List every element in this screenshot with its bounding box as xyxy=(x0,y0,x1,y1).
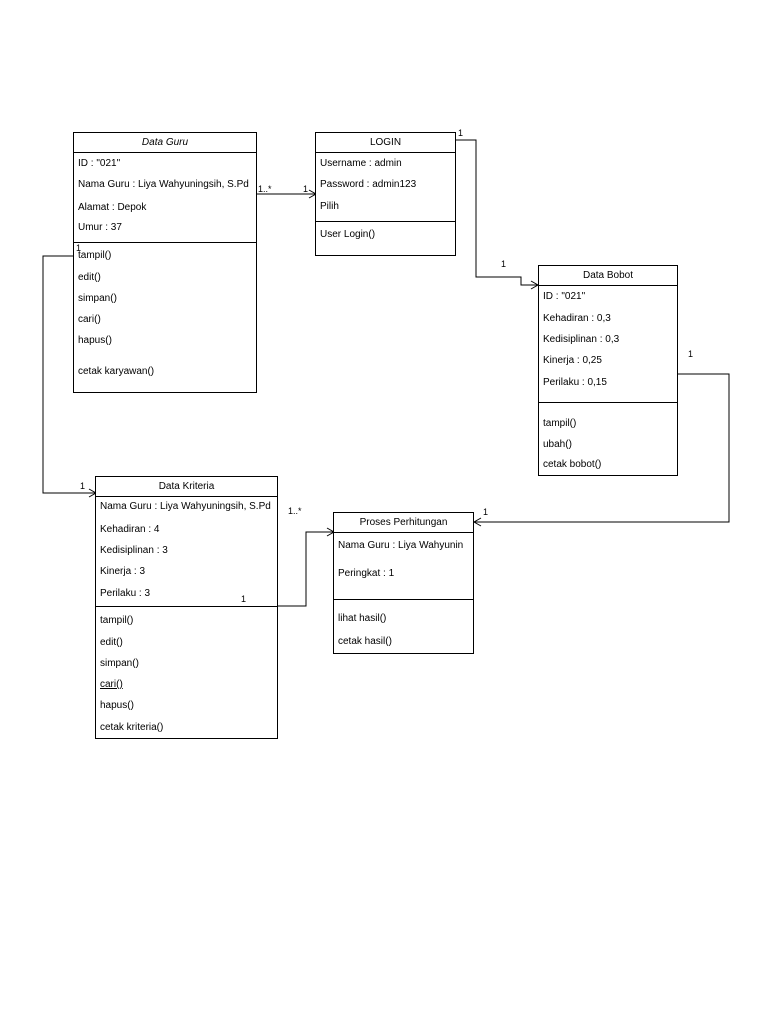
class-proses-perhitungan[interactable]: Proses Perhitungan Nama Guru : Liya Wahy… xyxy=(333,512,474,654)
multiplicity-guru-login-source: 1..* xyxy=(258,184,272,194)
method-cari: cari() xyxy=(78,314,101,325)
multiplicity-login-bobot-target: 1 xyxy=(501,259,507,269)
separator xyxy=(334,599,473,600)
method-tampil: tampil() xyxy=(543,418,577,429)
class-data-guru[interactable]: Data Guru ID : "021" Nama Guru : Liya Wa… xyxy=(73,132,257,393)
attribute-kehadiran: Kehadiran : 4 xyxy=(100,524,160,535)
attribute-umur: Umur : 37 xyxy=(78,222,122,233)
separator xyxy=(539,402,677,403)
multiplicity-bobot-proses-target: 1 xyxy=(483,507,489,517)
attribute-nama-guru: Nama Guru : Liya Wahyunin xyxy=(338,540,464,551)
method-cetak-karyawan: cetak karyawan() xyxy=(78,366,155,377)
method-cari: cari() xyxy=(100,679,123,690)
connector-login-bobot xyxy=(456,139,538,286)
attribute-peringkat: Peringkat : 1 xyxy=(338,568,395,579)
attribute-id: ID : "021" xyxy=(543,291,586,302)
attribute-username: Username : admin xyxy=(320,158,402,169)
class-title: Data Guru xyxy=(74,133,256,153)
attribute-kedisiplinan: Kedisiplinan : 3 xyxy=(100,545,168,556)
attribute-pilih: Pilih xyxy=(320,201,339,212)
separator xyxy=(96,606,277,607)
attribute-perilaku: Perilaku : 3 xyxy=(100,588,151,599)
attribute-kedisiplinan: Kedisiplinan : 0,3 xyxy=(543,334,620,345)
method-cetak-hasil: cetak hasil() xyxy=(338,636,392,647)
multiplicity-kriteria-proses-source: 1 xyxy=(241,594,247,604)
multiplicity-bobot-proses-source: 1 xyxy=(688,349,694,359)
class-data-kriteria[interactable]: Data Kriteria Nama Guru : Liya Wahyuning… xyxy=(95,476,278,739)
attribute-id: ID : "021" xyxy=(78,158,121,169)
method-hapus: hapus() xyxy=(100,700,134,711)
class-title: LOGIN xyxy=(316,133,455,153)
attribute-kinerja: Kinerja : 3 xyxy=(100,566,146,577)
class-title: Data Kriteria xyxy=(96,477,277,497)
method-hapus: hapus() xyxy=(78,335,112,346)
method-tampil: tampil() xyxy=(78,250,112,261)
class-data-bobot[interactable]: Data Bobot ID : "021" Kehadiran : 0,3 Ke… xyxy=(538,265,678,476)
method-cetak-kriteria: cetak kriteria() xyxy=(100,722,164,733)
multiplicity-guru-kriteria-source: 1 xyxy=(76,243,82,253)
method-ubah: ubah() xyxy=(543,439,572,450)
method-edit: edit() xyxy=(78,272,101,283)
method-simpan: simpan() xyxy=(78,293,117,304)
method-simpan: simpan() xyxy=(100,658,139,669)
class-title: Data Bobot xyxy=(539,266,677,286)
multiplicity-guru-kriteria-target: 1 xyxy=(80,481,86,491)
multiplicity-guru-login-target: 1 xyxy=(303,184,309,194)
attribute-kehadiran: Kehadiran : 0,3 xyxy=(543,313,611,324)
method-user-login: User Login() xyxy=(320,229,376,240)
separator xyxy=(316,221,455,222)
multiplicity-kriteria-proses-target: 1..* xyxy=(288,506,302,516)
connector-guru-kriteria xyxy=(42,255,96,494)
separator xyxy=(74,242,256,243)
method-cetak-bobot: cetak bobot() xyxy=(543,459,602,470)
attribute-nama-guru: Nama Guru : Liya Wahyuningsih, S.Pd xyxy=(78,179,249,190)
connector-bobot-proses xyxy=(474,373,730,523)
method-lihat-hasil: lihat hasil() xyxy=(338,613,387,624)
arrowhead-bobot-proses xyxy=(472,517,482,527)
attribute-perilaku: Perilaku : 0,15 xyxy=(543,377,607,388)
method-edit: edit() xyxy=(100,637,123,648)
connector-kriteria-proses xyxy=(277,531,334,607)
method-tampil: tampil() xyxy=(100,615,134,626)
attribute-password: Password : admin123 xyxy=(320,179,417,190)
attribute-nama-guru: Nama Guru : Liya Wahyuningsih, S.Pd xyxy=(100,501,271,512)
multiplicity-login-bobot-source: 1 xyxy=(458,128,464,138)
attribute-kinerja: Kinerja : 0,25 xyxy=(543,355,602,366)
class-login[interactable]: LOGIN Username : admin Password : admin1… xyxy=(315,132,456,256)
class-title: Proses Perhitungan xyxy=(334,513,473,533)
attribute-alamat: Alamat : Depok xyxy=(78,202,147,213)
